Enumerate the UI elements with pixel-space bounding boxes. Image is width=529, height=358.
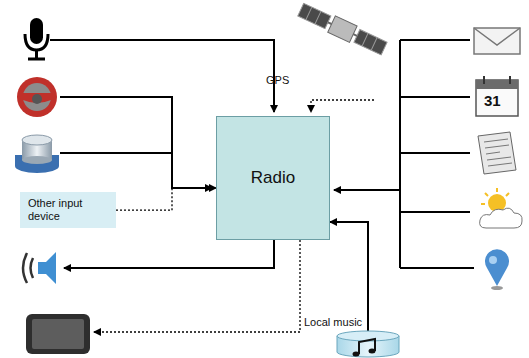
knob-wire xyxy=(60,152,172,154)
storage-cylinder xyxy=(335,330,401,358)
gps-label: GPS xyxy=(266,74,289,86)
location-pin-icon xyxy=(485,249,509,290)
radio-box: Radio xyxy=(216,116,330,240)
calendar-day: 31 xyxy=(484,92,501,109)
control-knob-icon xyxy=(15,135,59,173)
mic-wire xyxy=(50,40,274,112)
navigation-screen-icon xyxy=(26,314,90,354)
microphone-icon xyxy=(25,18,48,59)
node-text: Radio xyxy=(251,168,295,188)
speaker-icon xyxy=(23,252,56,284)
service-wire xyxy=(334,189,400,191)
input-device-box: Other input device xyxy=(20,192,116,228)
gps-wire xyxy=(311,100,374,112)
satellite-icon xyxy=(297,1,388,56)
input-wire xyxy=(60,97,212,188)
connector-arrow xyxy=(116,188,216,210)
calendar-icon xyxy=(476,76,518,116)
display-wire xyxy=(94,240,300,332)
email-icon xyxy=(474,28,520,54)
newspaper-icon xyxy=(478,132,516,174)
node-text: Other input device xyxy=(28,197,108,223)
weather-icon xyxy=(480,188,522,228)
steering-wheel-icon xyxy=(17,77,57,117)
local-music-store: Local music xyxy=(304,316,410,358)
service-wires xyxy=(400,40,474,268)
node-text: Local music xyxy=(304,316,362,329)
connector-arrow xyxy=(330,222,368,332)
speaker-wire xyxy=(64,240,274,268)
